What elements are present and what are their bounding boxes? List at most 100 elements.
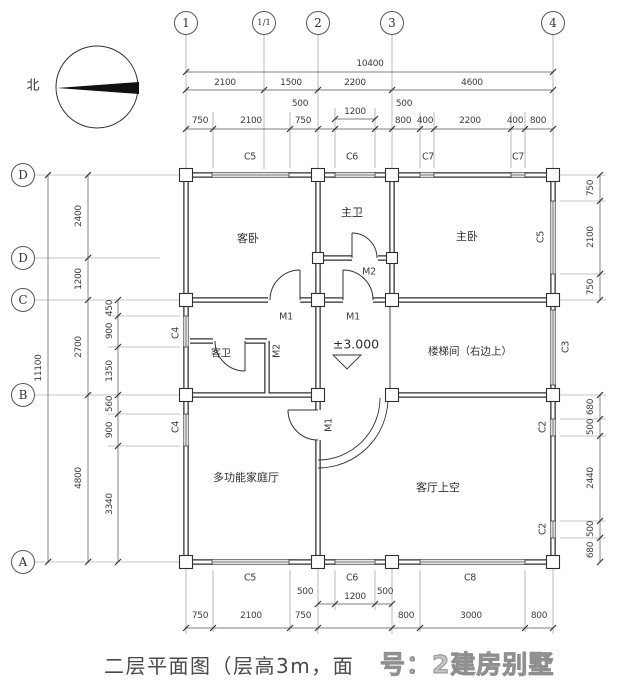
drawing-title: 二层平面图（层高3m，面: [104, 654, 355, 678]
dim-bottom-800b: 800: [530, 611, 548, 621]
dim-top-detail-400b: 400: [506, 116, 524, 126]
room-label-guest-bath: 客卫: [211, 348, 231, 360]
dim-top-500-left: 500: [291, 99, 309, 109]
room-label-master-bedroom: 主卧: [456, 230, 478, 243]
level-marker-triangle: [331, 354, 363, 370]
door-m2-guest-bath: [214, 340, 246, 372]
grid-bubble-b: B: [18, 388, 28, 402]
grid-bubble-d1: D: [18, 168, 28, 182]
room-label-stair-hall: 楼梯间（右边上）: [428, 345, 512, 358]
window-c6-top: [334, 171, 376, 179]
dim-top-detail-750b: 750: [294, 116, 312, 126]
dim-top-c6-width: 1200: [344, 107, 366, 117]
dim-bottom-750a: 750: [191, 611, 209, 621]
room-label-guest-bedroom: 客卧: [237, 232, 259, 245]
dim-top-detail-800b: 800: [529, 116, 547, 126]
grid-bubbles: [11, 11, 565, 574]
dim-bottom-750b: 750: [294, 611, 312, 621]
grid-extension-lines: [34, 35, 606, 634]
dim-top-span-4: 4600: [461, 78, 483, 88]
dim-right-500a: 500: [586, 418, 596, 436]
dim-left-560: 560: [105, 395, 115, 413]
window-label-c4-lower: C4: [170, 420, 182, 434]
window-c3-right: [549, 309, 557, 386]
dim-bottom-c6-500b: 500: [376, 587, 394, 597]
stair-curve: [317, 397, 389, 469]
window-label-c6-top: C6: [345, 151, 359, 163]
room-label-master-bath: 主卫: [341, 206, 363, 219]
dimension-lines: [47, 71, 601, 629]
dim-right-500b: 500: [586, 520, 596, 538]
dim-top-detail-800a: 800: [394, 116, 412, 126]
door-m1-family-hall: [287, 409, 319, 441]
dim-top-span-1: 2100: [214, 78, 236, 88]
dim-left-450: 450: [105, 299, 115, 317]
window-c5-bottom: [211, 558, 290, 566]
window-c6-bottom: [334, 558, 376, 566]
window-c5-right: [549, 200, 557, 275]
grid-bubble-3: 3: [388, 16, 396, 30]
dim-bottom-2100: 2100: [240, 611, 262, 621]
window-label-c5-right: C5: [535, 230, 547, 244]
grid-bubble-2: 2: [314, 16, 322, 30]
window-c2-lower: [549, 520, 557, 539]
grid-bubble-c: C: [18, 293, 28, 307]
north-compass: [55, 45, 139, 129]
dim-bottom-c6-1200: 1200: [344, 592, 366, 602]
window-label-c7-left: C7: [421, 151, 435, 163]
window-label-c4-upper: C4: [170, 326, 182, 340]
dim-left-1350: 1350: [105, 360, 115, 382]
door-m2-master-bath: [351, 232, 378, 259]
dim-right-750a: 750: [586, 179, 596, 197]
dim-left-900a: 900: [105, 322, 115, 340]
window-label-c8-bottom: C8: [463, 572, 477, 584]
window-label-c5-bottom: C5: [243, 572, 257, 584]
dim-left-900b: 900: [105, 421, 115, 439]
dim-top-detail-2100: 2100: [240, 116, 262, 126]
dim-right-2100: 2100: [586, 226, 596, 248]
grid-bubble-d2: D: [18, 251, 28, 265]
door-label-m1-family-hall: M1: [323, 418, 335, 432]
dimension-ticks: [44, 68, 604, 632]
window-label-c5-top: C5: [243, 151, 257, 163]
dim-left-1200: 1200: [74, 268, 84, 290]
room-label-family-hall: 多功能家庭厅: [213, 471, 279, 484]
dim-right-2440: 2440: [586, 467, 596, 489]
windows: [182, 171, 557, 566]
window-c4-lower: [182, 413, 190, 447]
door-label-m1-guest-bedroom: M1: [279, 311, 293, 323]
dim-left-3340: 3340: [105, 493, 115, 515]
window-label-c7-right: C7: [511, 151, 525, 163]
dim-bottom-800a: 800: [397, 611, 415, 621]
window-label-c3-right: C3: [560, 340, 572, 354]
door-m1-landing: [342, 269, 374, 301]
door-label-m1-landing: M1: [346, 311, 360, 323]
watermark-text: 号：2建房别墅: [380, 650, 555, 680]
window-c7-top-right: [510, 171, 526, 179]
window-c5-top: [211, 171, 290, 179]
dim-bottom-c6-500a: 500: [296, 587, 314, 597]
door-label-m2-guest-bath: M2: [271, 344, 283, 358]
dim-top-span-2: 1500: [280, 78, 302, 88]
window-c8-bottom: [419, 558, 526, 566]
north-label: 北: [26, 78, 40, 94]
window-label-c6-bottom: C6: [345, 572, 359, 584]
grid-bubble-1-1: 1/1: [257, 18, 271, 28]
dim-left-2400: 2400: [74, 205, 84, 227]
dim-left-overall: 11100: [34, 354, 44, 382]
door-m1-guest-bedroom: [269, 269, 301, 301]
dim-top-detail-2200: 2200: [459, 116, 481, 126]
grid-bubble-a: A: [18, 555, 28, 569]
dim-right-680a: 680: [586, 398, 596, 416]
dim-top-span-3: 2200: [344, 78, 366, 88]
dim-left-2700: 2700: [74, 336, 84, 358]
dim-top-detail-400a: 400: [416, 116, 434, 126]
columns: [178, 167, 561, 570]
window-c7-top-left: [419, 171, 435, 179]
window-label-c2-lower: C2: [537, 522, 549, 536]
window-label-c2-upper: C2: [537, 420, 549, 434]
dim-left-4800: 4800: [74, 467, 84, 489]
dim-top-overall: 10400: [356, 59, 384, 69]
